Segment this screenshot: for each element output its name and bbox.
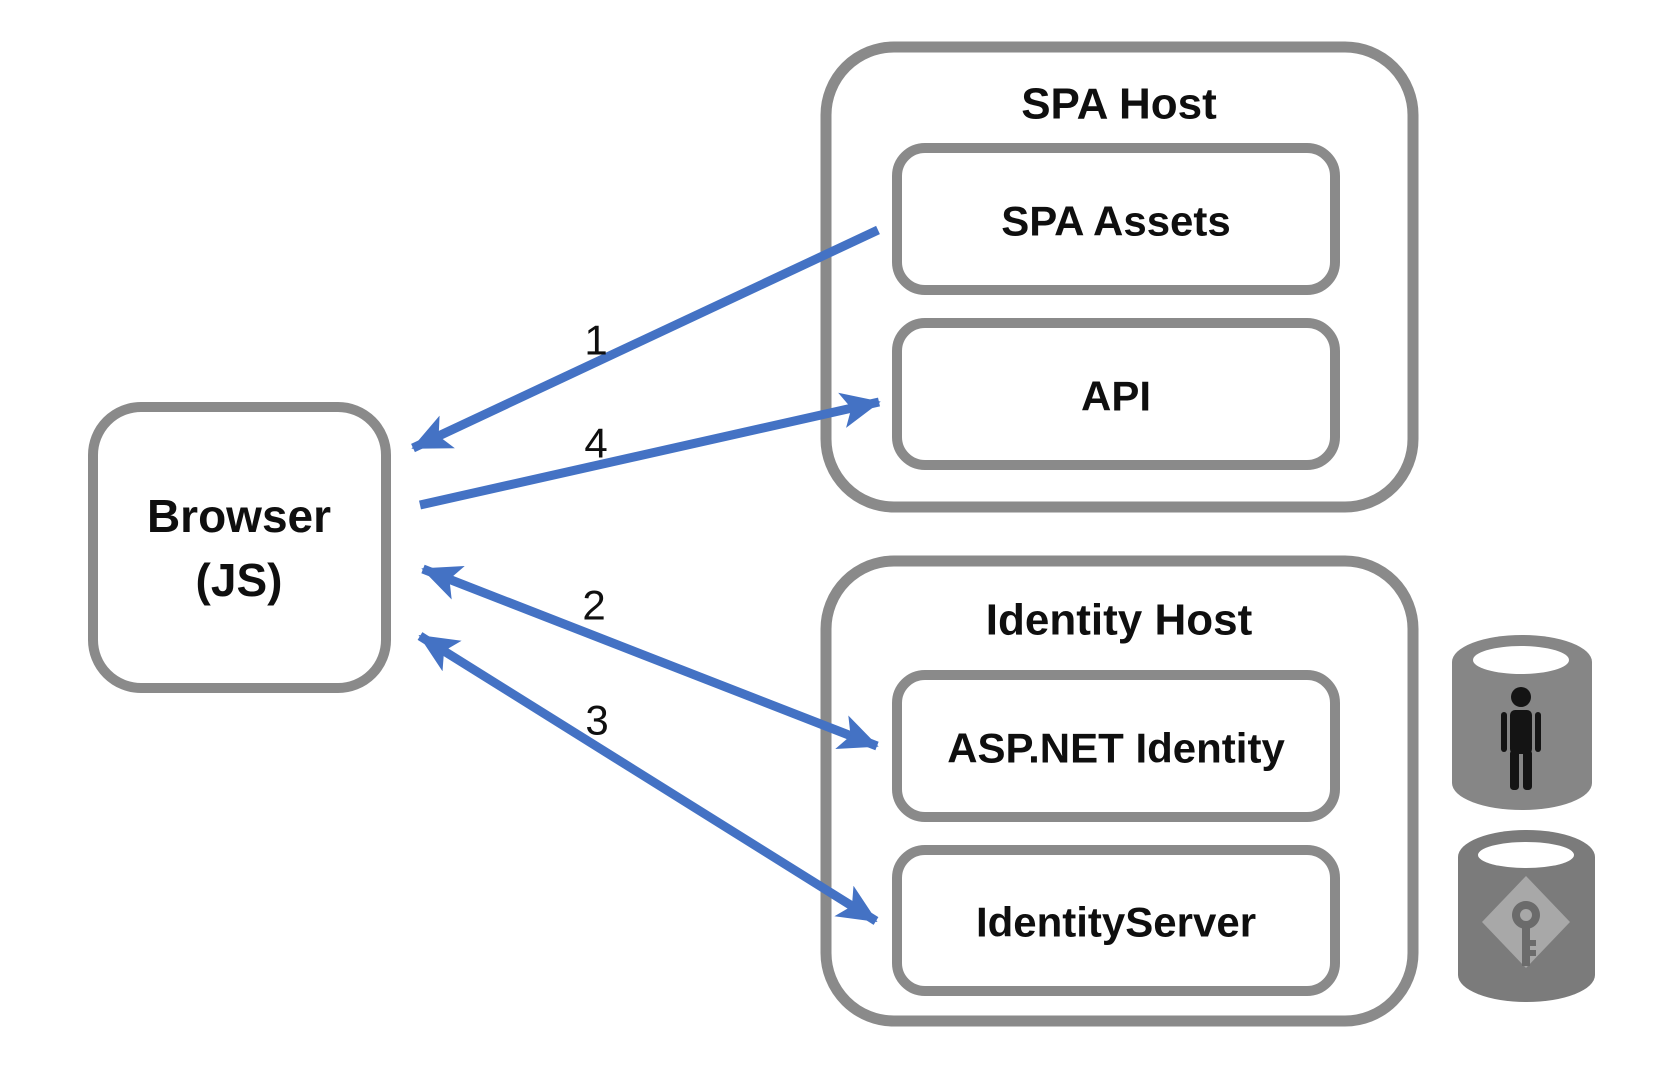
arrow-1-label: 1 bbox=[584, 317, 607, 364]
identity-host-title: Identity Host bbox=[986, 596, 1253, 645]
arrow-1-spa-assets-to-browser bbox=[411, 225, 880, 453]
arrow-3-browser-identity-server bbox=[417, 632, 879, 925]
spa-host-title: SPA Host bbox=[1021, 80, 1217, 129]
cylinder-opening bbox=[1473, 646, 1569, 674]
identity-host-container: Identity Host ASP.NET Identity IdentityS… bbox=[820, 555, 1419, 1027]
browser-label-line2: (JS) bbox=[196, 554, 283, 606]
arrow-3-label: 3 bbox=[585, 697, 608, 744]
cylinder-opening bbox=[1478, 842, 1574, 868]
spa-host-container: SPA Host SPA Assets API bbox=[820, 41, 1419, 513]
person-icon bbox=[1501, 687, 1541, 790]
api-label: API bbox=[1081, 373, 1151, 420]
aspnet-identity-box bbox=[892, 670, 1340, 822]
arrows: 1 4 2 3 bbox=[411, 225, 881, 925]
arrow-2-browser-aspnet-identity bbox=[421, 564, 879, 751]
browser-box bbox=[88, 402, 391, 693]
key-icon bbox=[1511, 901, 1540, 966]
spa-assets-label: SPA Assets bbox=[1001, 198, 1231, 245]
browser-label-line1: Browser bbox=[147, 490, 331, 542]
key-database-cylinder bbox=[1458, 830, 1595, 1002]
spa-assets-box bbox=[892, 143, 1340, 295]
user-database-cylinder bbox=[1452, 635, 1592, 810]
identity-server-label: IdentityServer bbox=[976, 899, 1256, 946]
arrow-4-browser-to-api bbox=[419, 392, 881, 510]
arrow-2-label: 2 bbox=[582, 582, 605, 629]
identity-server-box bbox=[892, 845, 1340, 996]
aspnet-identity-label: ASP.NET Identity bbox=[947, 725, 1285, 772]
arrow-4-label: 4 bbox=[584, 420, 607, 467]
api-box bbox=[892, 318, 1340, 470]
browser-node: Browser (JS) bbox=[88, 402, 391, 693]
